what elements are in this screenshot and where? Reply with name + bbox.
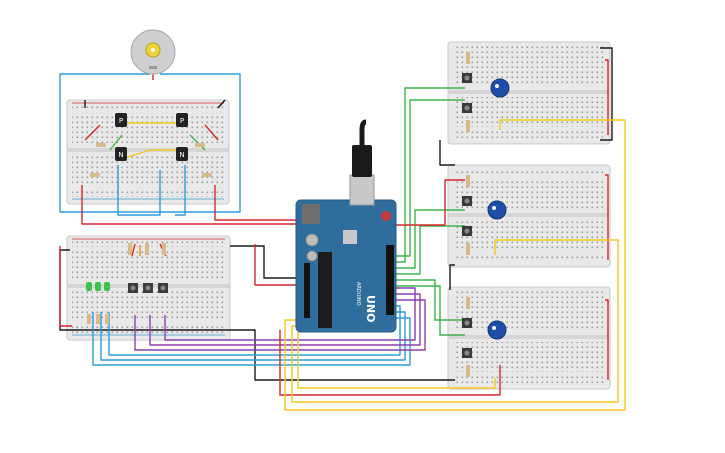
wire-hb-black-2	[217, 99, 226, 109]
wire-green-1	[395, 87, 465, 263]
wire-green-4	[395, 225, 465, 275]
wire-motor-loop	[59, 73, 241, 213]
wire-red-right-top	[605, 59, 609, 135]
wire-left-black	[59, 249, 455, 381]
transistor-label: N	[179, 151, 184, 159]
breadboard-hbridge	[66, 99, 230, 205]
wire-yellow-1	[284, 119, 626, 411]
potentiometer-icon	[487, 78, 510, 340]
wire-left-red-small-2	[131, 243, 136, 257]
arduino-brand-label: ARDUINO	[355, 282, 361, 306]
resistor-icon	[466, 52, 470, 377]
arduino-model-label: UNO	[364, 295, 377, 323]
wire-btn-purple-2	[149, 293, 421, 346]
breadboard-right-bottom	[447, 286, 611, 390]
wire-green-2	[395, 99, 465, 257]
wire-black-right-top	[600, 47, 613, 141]
wire-yellow-2	[291, 239, 619, 403]
wire-green-5	[395, 279, 465, 321]
wire-red-right-bot	[605, 299, 609, 380]
transistor-label: N	[118, 151, 123, 159]
usb-cable-icon	[349, 119, 375, 206]
wire-black-right-2	[449, 264, 455, 290]
wire-yellow-3	[297, 331, 496, 389]
resistor-icon	[90, 143, 212, 177]
wire-hb-blue-1	[117, 165, 161, 216]
resistor-icon	[87, 243, 166, 324]
arduino-uno-board: UNO ARDUINO	[295, 199, 397, 333]
dc-motor-icon	[130, 29, 176, 75]
led-icon	[86, 282, 110, 291]
breadboard-right-middle	[447, 164, 611, 268]
transistor-label: P	[180, 117, 184, 125]
wire-hb-green-2	[189, 134, 206, 151]
wire-led-blue-3	[108, 305, 401, 356]
transistor-n-left: N	[115, 147, 127, 161]
breadboard-right-top	[447, 41, 611, 145]
wire-red-right-mid	[605, 174, 609, 260]
wire-black-right	[439, 140, 455, 166]
transistor-p-right: P	[176, 113, 188, 127]
wire-ard-red	[254, 244, 296, 286]
wire-hb-green	[109, 134, 123, 151]
wire-left-red	[59, 246, 72, 327]
wire-btn-purple-3	[164, 287, 416, 341]
wire-hb-blue-2	[175, 165, 186, 216]
wire-led-blue-2	[100, 311, 406, 361]
push-button-icon	[462, 73, 472, 358]
transistor-p-left: P	[115, 113, 127, 127]
wire-hb-yellow-2	[124, 149, 180, 159]
wire-red-bottom-loop	[279, 330, 501, 396]
wire-green-6	[395, 285, 465, 336]
transistor-label: P	[119, 117, 123, 125]
wire-green-3	[395, 209, 465, 269]
push-button-icon	[128, 283, 168, 293]
transistor-n-right: N	[176, 147, 188, 161]
wire-hb-red-2	[204, 124, 219, 141]
wire-ard-black	[230, 245, 296, 279]
wire-hb-red-1	[84, 124, 101, 141]
